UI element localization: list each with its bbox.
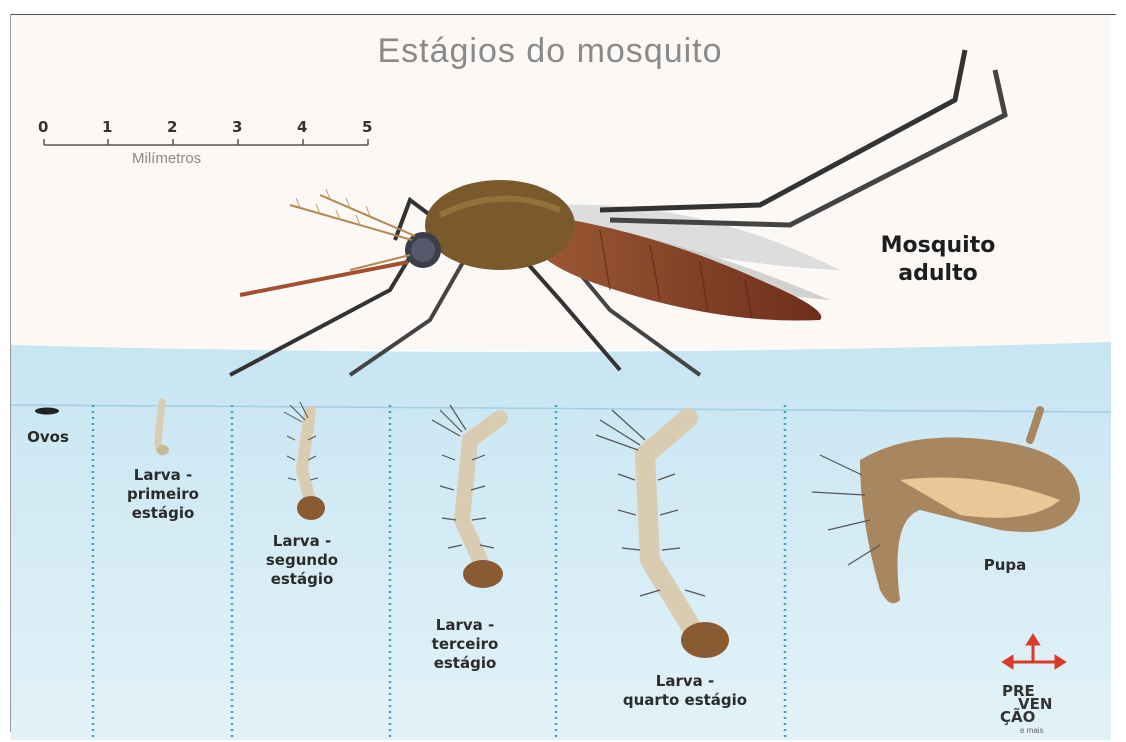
water-area [11, 342, 1111, 740]
scale-tick-4: 4 [297, 118, 307, 136]
logo-text-line3: ÇÃO [1000, 710, 1035, 725]
label-pupa: Pupa [960, 556, 1050, 575]
label-eggs: Ovos [22, 428, 74, 447]
scale-tick-2: 2 [167, 118, 177, 136]
label-larva-first-stage: Larva - primeiro estágio [108, 466, 218, 523]
logo-subtext: e mais [1020, 726, 1044, 735]
label-larva-third-stage: Larva - terceiro estágio [410, 616, 520, 673]
scale-tick-5: 5 [362, 118, 372, 136]
scale-unit-label: Milímetros [132, 150, 201, 167]
scale-tick-3: 3 [232, 118, 242, 136]
diagram-title: Estágios do mosquito [0, 32, 1100, 71]
frame-top-border [10, 14, 1116, 15]
frame-left-border [10, 14, 11, 732]
scale-tick-1: 1 [102, 118, 112, 136]
label-larva-second-stage: Larva - segundo estágio [242, 532, 362, 589]
label-adult-mosquito: Mosquito adulto [858, 232, 1018, 288]
label-larva-fourth-stage: Larva - quarto estágio [585, 672, 785, 710]
egg-illustration [35, 408, 59, 415]
scale-tick-0: 0 [38, 118, 48, 136]
